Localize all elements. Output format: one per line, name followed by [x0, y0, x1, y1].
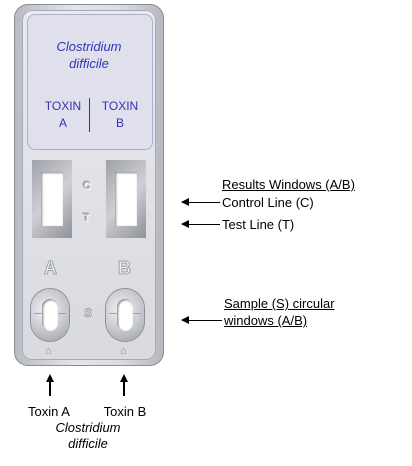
bottom-organism-label: Clostridium difficile — [42, 420, 134, 452]
toxin-b-arrow — [120, 374, 127, 396]
sample-well-a — [31, 289, 69, 341]
toxin-b-line1: TOXIN — [101, 99, 139, 113]
results-window-b — [106, 160, 146, 238]
toxin-b-caption: Toxin B — [103, 404, 147, 419]
toxin-a-caption: Toxin A — [28, 404, 70, 419]
control-line-arrow — [181, 198, 220, 206]
toxin-b-label: TOXIN B — [92, 98, 148, 132]
toxin-b-line2: B — [115, 116, 124, 130]
toxin-divider — [89, 98, 90, 132]
test-marker: T — [83, 212, 90, 224]
sample-windows-caption-line2: windows (A/B) — [224, 313, 308, 328]
label-panel — [27, 14, 153, 150]
cassette-organism-label: Clostridium difficile — [27, 38, 151, 72]
bottom-organism-line1: Clostridium — [55, 420, 121, 435]
sample-windows-arrow — [181, 316, 222, 324]
organism-line2: difficile — [69, 56, 109, 71]
window-a-letter: A — [44, 258, 58, 279]
control-line-caption: Control Line (C) — [222, 195, 314, 210]
organism-line1: Clostridium — [56, 39, 122, 54]
toxin-a-label: TOXIN A — [35, 98, 91, 132]
test-line-arrow — [181, 220, 220, 228]
window-b-letter: B — [118, 258, 132, 279]
test-line-caption: Test Line (T) — [222, 217, 295, 232]
bottom-organism-line2: difficile — [68, 436, 108, 451]
control-marker: C — [83, 180, 91, 192]
results-window-a — [32, 160, 72, 238]
sample-well-b — [106, 289, 144, 341]
home-icon: ⌂ — [120, 345, 127, 357]
sample-windows-caption-line1: Sample (S) circular — [224, 296, 335, 311]
toxin-a-line1: TOXIN — [44, 99, 82, 113]
sample-marker: S — [84, 306, 93, 321]
results-windows-caption: Results Windows (A/B) — [222, 177, 355, 192]
home-icon: ⌂ — [45, 345, 52, 357]
toxin-a-line2: A — [58, 116, 67, 130]
toxin-a-arrow — [46, 374, 53, 396]
